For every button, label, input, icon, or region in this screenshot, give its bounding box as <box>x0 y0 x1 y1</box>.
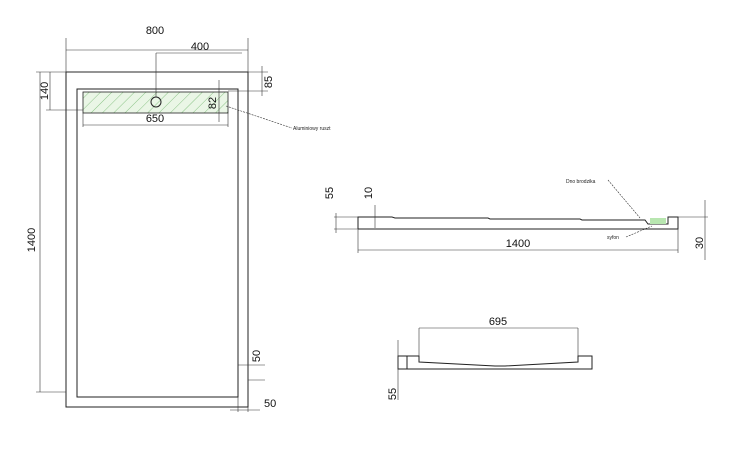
dim-grate-offset: 85 <box>263 76 275 88</box>
dim-end-height: 55 <box>387 388 399 400</box>
dim-rim-bottom: 50 <box>264 398 276 410</box>
dim-grate-from-edge: 140 <box>39 82 51 100</box>
siphon-label: syfon <box>607 235 619 241</box>
side-view: 55 10 1400 30 Dno brodzika syfon <box>324 179 708 260</box>
bottom-label: Dno brodzika <box>566 179 596 185</box>
dim-length: 1400 <box>26 228 38 252</box>
tray-inner-outline <box>76 88 239 398</box>
dim-side-length: 1400 <box>506 238 530 250</box>
dim-end-width: 695 <box>489 316 507 328</box>
dim-width: 800 <box>146 25 164 37</box>
dim-grate-length: 650 <box>146 113 164 125</box>
dim-side-depth: 10 <box>363 187 375 199</box>
end-view: 695 55 <box>387 316 593 400</box>
siphon <box>650 218 666 224</box>
grate <box>82 91 229 114</box>
dim-rim-side: 50 <box>251 350 263 362</box>
dim-side-height: 55 <box>324 187 336 199</box>
grate-label: Aluminiowy ruszt <box>293 126 331 132</box>
dim-side-base: 30 <box>694 237 706 249</box>
plan-view: 800 400 85 82 650 Aluminiowy ruszt 1400 … <box>26 25 331 412</box>
dim-drain-offset: 400 <box>191 41 209 53</box>
dim-grate-width: 82 <box>207 97 219 109</box>
